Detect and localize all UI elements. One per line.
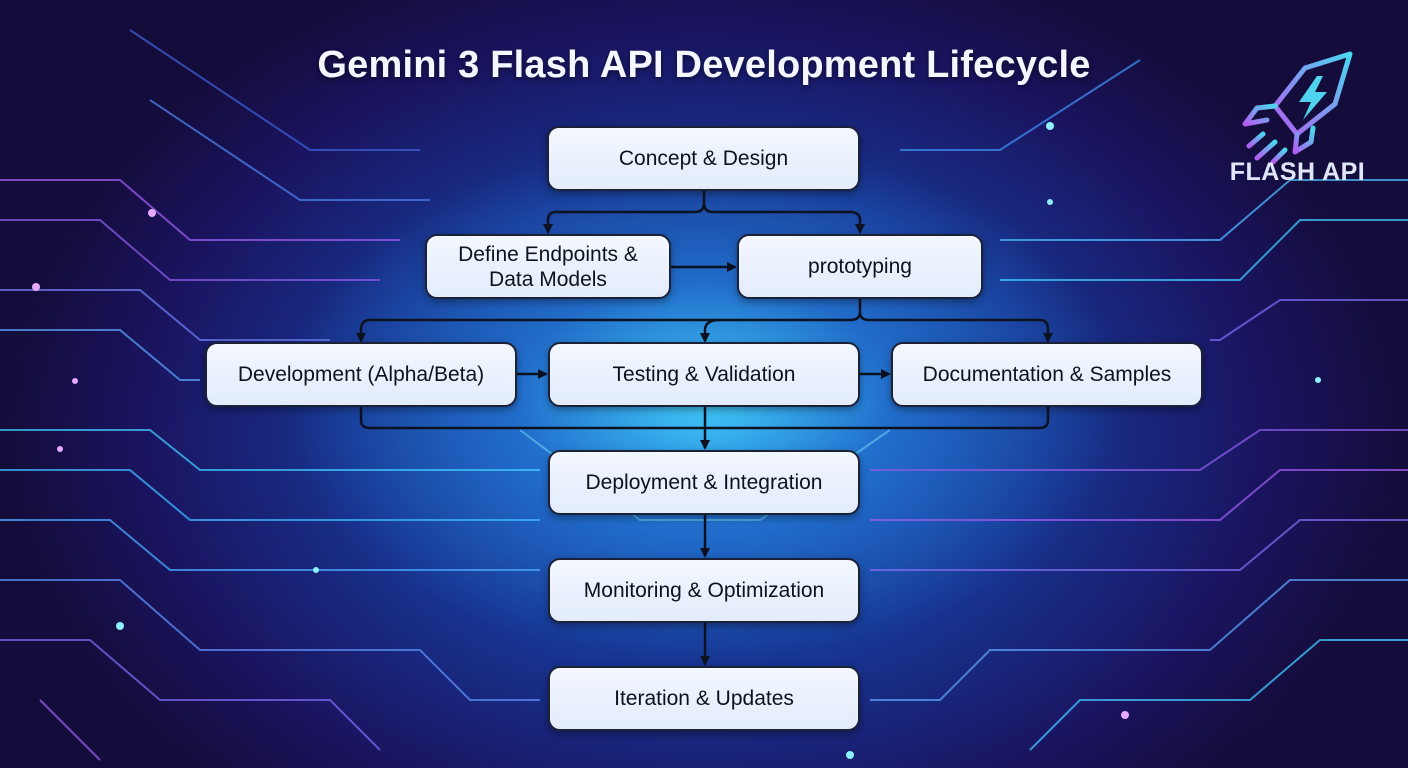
rocket-lightning-icon [1242,51,1353,165]
node-concept-design[interactable]: Concept & Design [547,126,860,191]
page-title: Gemini 3 Flash API Development Lifecycle [317,44,1091,86]
node-testing-validation[interactable]: Testing & Validation [548,342,860,407]
node-documentation-samples[interactable]: Documentation & Samples [891,342,1203,407]
node-deployment-integration[interactable]: Deployment & Integration [548,450,860,515]
node-iteration-updates[interactable]: Iteration & Updates [548,666,860,731]
node-define-endpoints[interactable]: Define Endpoints & Data Models [425,234,671,299]
logo-label: FLASH API [1229,158,1366,186]
node-development[interactable]: Development (Alpha/Beta) [205,342,517,407]
node-prototyping[interactable]: prototyping [737,234,983,299]
node-monitoring-optimization[interactable]: Monitoring & Optimization [548,558,860,623]
